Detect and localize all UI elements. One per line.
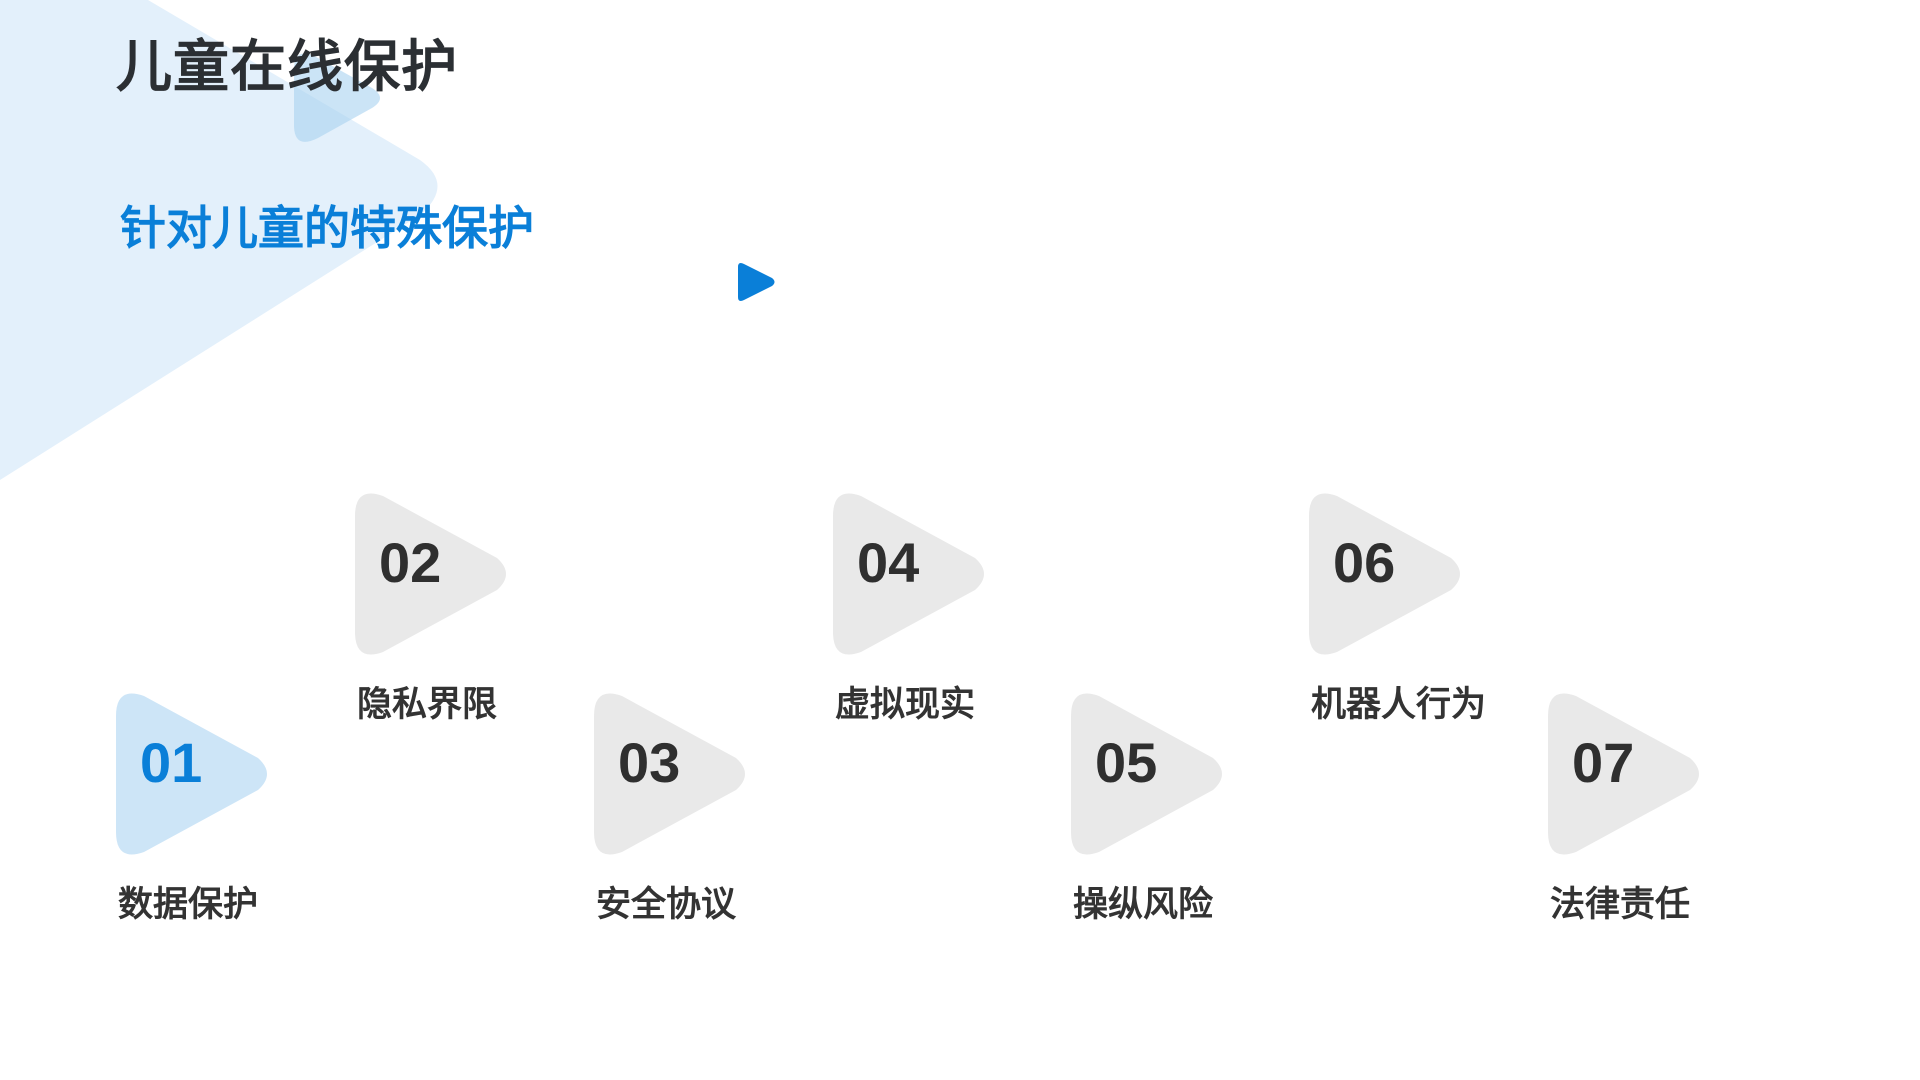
step-label: 虚拟现实 [835,685,976,724]
triangle-shape [1548,693,1699,855]
triangle-shape [355,493,506,655]
triangle-shape [833,493,984,655]
step-number: 01 [140,731,203,794]
step-label: 操纵风险 [1073,885,1214,924]
triangle-shape [116,693,267,855]
step-label: 机器人行为 [1311,685,1487,724]
triangle-shape [594,693,745,855]
step-label: 安全协议 [596,885,737,924]
step-item-04: 04 虚拟现实 [833,486,993,746]
step-number: 05 [1095,731,1158,794]
play-icon [738,263,775,301]
step-label: 法律责任 [1550,885,1691,924]
triangle-shape [1309,493,1460,655]
step-number: 03 [618,731,681,794]
small-triangle-decoration [294,53,380,142]
step-item-05: 05 操纵风险 [1071,686,1231,946]
page-title: 儿童在线保护 [116,35,458,98]
step-item-06: 06 机器人行为 [1309,486,1486,746]
step-item-01: 01 数据保护 [116,686,276,946]
step-number: 02 [379,531,442,594]
step-item-03: 03 安全协议 [594,686,754,946]
step-number: 04 [857,531,920,594]
step-label: 数据保护 [118,885,259,924]
step-number: 06 [1333,531,1396,594]
step-label: 隐私界限 [357,685,498,724]
step-number: 07 [1572,731,1635,794]
step-item-02: 02 隐私界限 [355,486,515,746]
page-subtitle: 针对儿童的特殊保护 [120,202,534,254]
step-item-07: 07 法律责任 [1548,686,1708,946]
triangle-shape [1071,693,1222,855]
background-triangle-decoration [0,0,438,480]
